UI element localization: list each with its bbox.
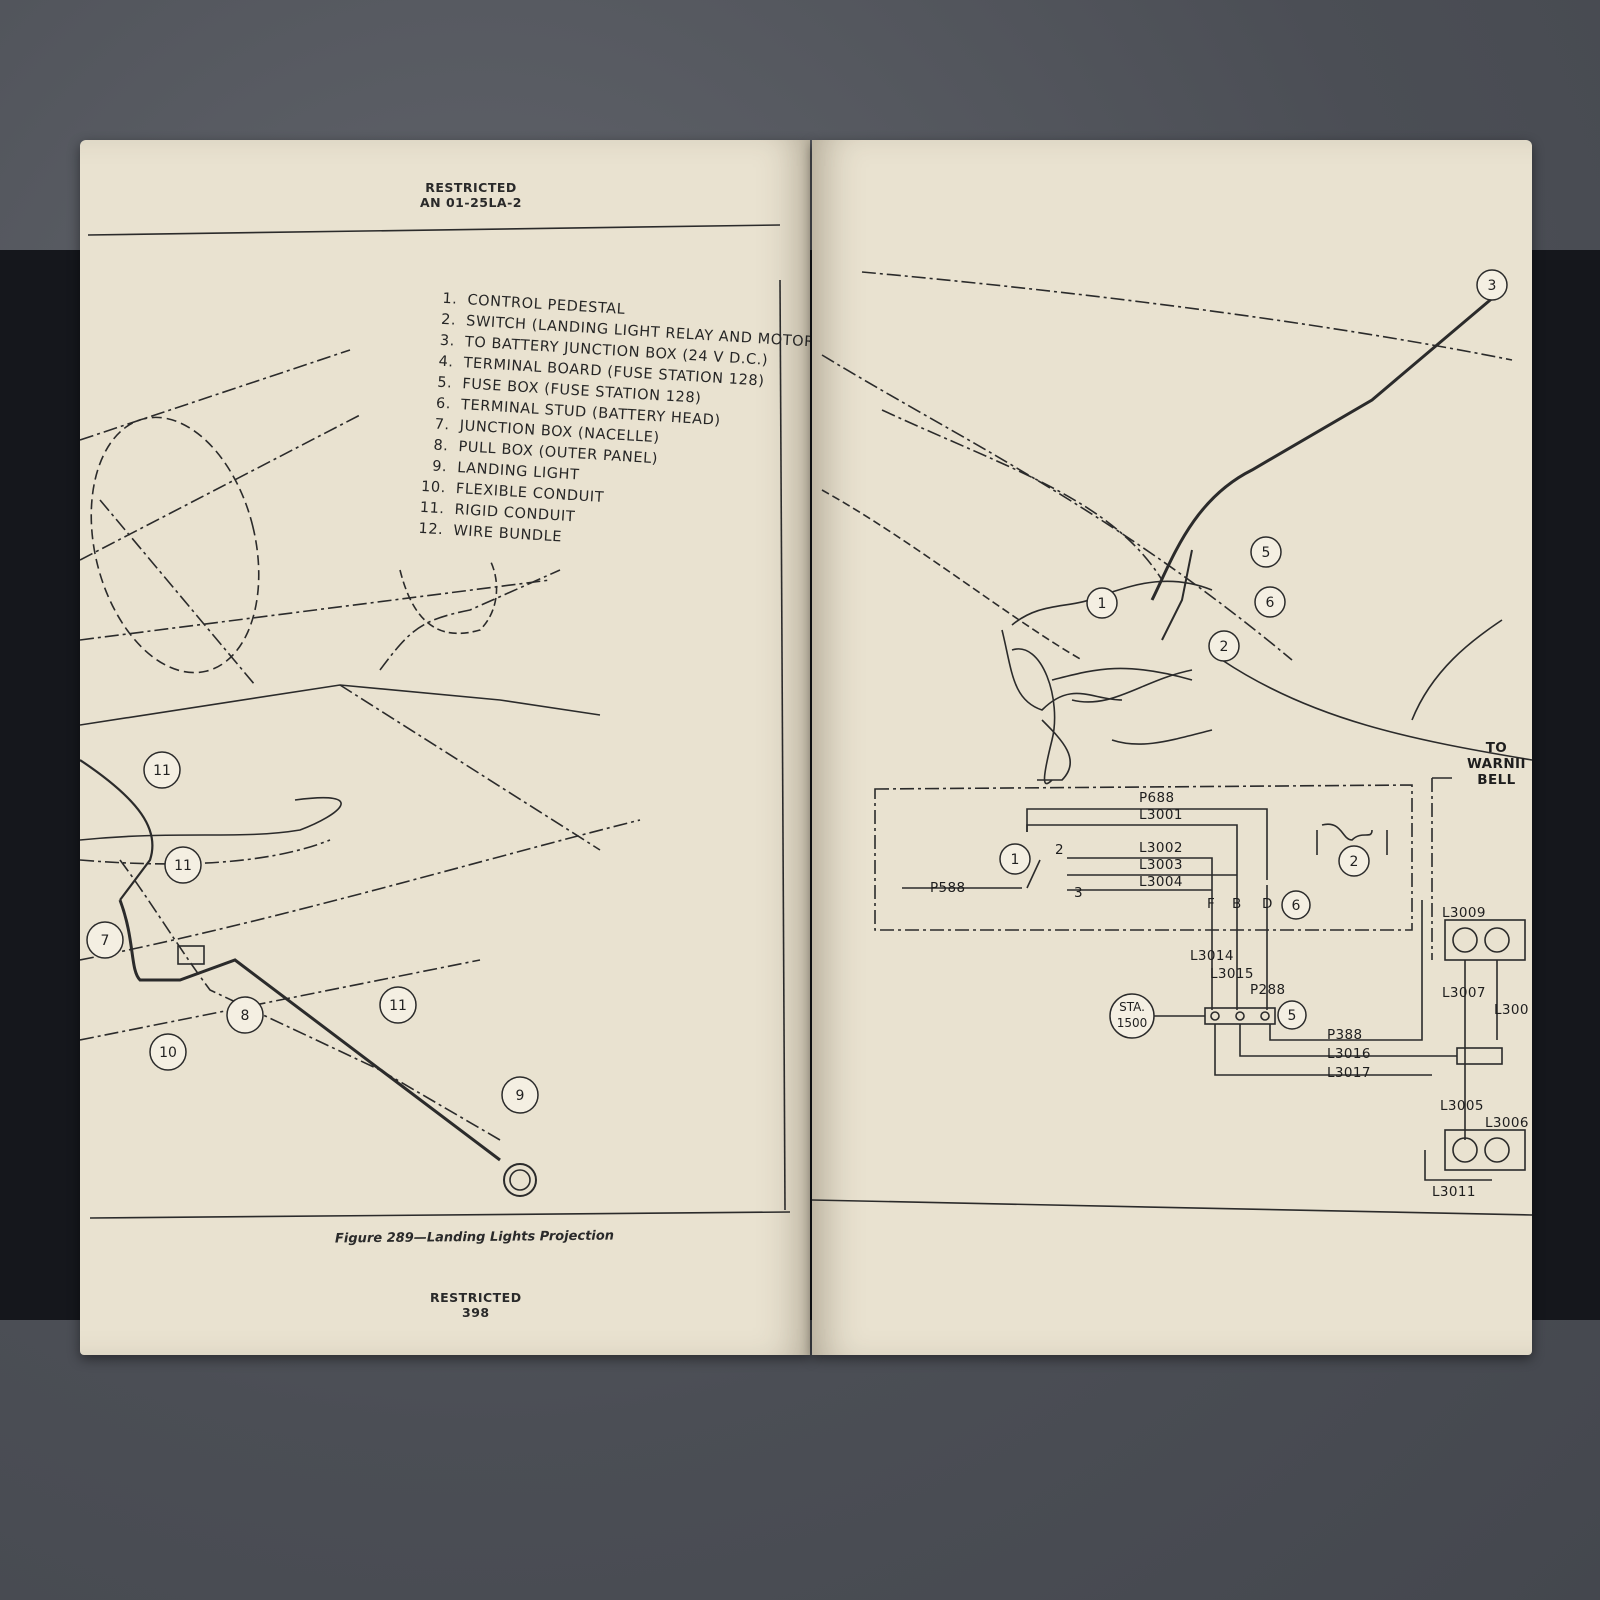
svg-text:7: 7 <box>101 933 110 949</box>
wiring-diagram: 3 5 6 1 2 1 2 6 5 STA. 1500 <box>812 269 1532 1216</box>
svg-text:5: 5 <box>1288 1008 1297 1024</box>
callout-6: 6 <box>1254 586 1286 618</box>
wire-label-l3004: L3004 <box>1139 874 1183 890</box>
page-footer: RESTRICTED 398 <box>430 1290 522 1320</box>
svg-text:2: 2 <box>1350 854 1359 870</box>
schematic-callout-1: 1 <box>999 843 1031 875</box>
svg-text:1: 1 <box>1098 596 1107 612</box>
wire-label-p688: P688 <box>1139 790 1175 806</box>
callout-9: 9 <box>501 1076 539 1114</box>
wire-label-l3005: L3005 <box>1440 1098 1484 1114</box>
wire-label-l3006: L3006 <box>1485 1115 1529 1131</box>
callout-11-b: 11 <box>164 846 202 884</box>
page-header: RESTRICTED AN 01-25LA-2 <box>420 180 522 210</box>
switch-pos-2: 2 <box>1055 842 1064 858</box>
pin-f: F <box>1207 896 1216 912</box>
warning-bell-note: TO WARNII BELL <box>1467 740 1526 788</box>
svg-text:10: 10 <box>159 1045 177 1061</box>
header-restricted: RESTRICTED <box>425 180 517 195</box>
wire-label-l3002: L3002 <box>1139 840 1183 856</box>
svg-text:2: 2 <box>1220 639 1229 655</box>
right-page: 3 5 6 1 2 1 2 6 5 STA. 1500 P688 L3001 L… <box>812 140 1532 1355</box>
callout-11-c: 11 <box>379 986 417 1024</box>
svg-text:1500: 1500 <box>1117 1016 1148 1030</box>
svg-text:11: 11 <box>174 858 192 874</box>
schematic-callout-6: 6 <box>1281 890 1311 920</box>
figure-caption: Figure 289—Landing Lights Projection <box>334 1228 615 1247</box>
callout-2: 2 <box>1208 630 1240 662</box>
wire-label-l3011: L3011 <box>1432 1184 1476 1200</box>
switch-pos-3: 3 <box>1074 885 1083 901</box>
wire-label-p288: P288 <box>1250 982 1286 998</box>
svg-text:3: 3 <box>1488 278 1497 294</box>
parts-legend: 1.CONTROL PEDESTAL 2.SWITCH (LANDING LIG… <box>415 290 810 562</box>
callout-3: 3 <box>1476 269 1508 301</box>
svg-text:6: 6 <box>1292 898 1301 914</box>
station-marker: STA. 1500 <box>1109 993 1155 1039</box>
left-page: RESTRICTED AN 01-25LA-2 <box>80 140 810 1355</box>
svg-text:11: 11 <box>389 998 407 1014</box>
svg-text:11: 11 <box>153 763 171 779</box>
wire-label-p388: P388 <box>1327 1027 1363 1043</box>
footer-restricted: RESTRICTED <box>430 1290 522 1305</box>
pin-b: B <box>1232 896 1242 912</box>
wire-label-l3007: L3007 <box>1442 985 1486 1001</box>
svg-text:8: 8 <box>241 1008 250 1024</box>
svg-text:5: 5 <box>1262 545 1271 561</box>
header-doc-number: AN 01-25LA-2 <box>420 195 522 210</box>
pin-d: D <box>1262 896 1273 912</box>
svg-text:1: 1 <box>1011 852 1020 868</box>
wire-label-l3001: L3001 <box>1139 807 1183 823</box>
schematic-callout-5: 5 <box>1277 1000 1307 1030</box>
wire-label-l3009: L3009 <box>1442 905 1486 921</box>
svg-text:STA.: STA. <box>1119 1000 1145 1014</box>
wire-label-l3003: L3003 <box>1139 857 1183 873</box>
wire-label-l3015: L3015 <box>1210 966 1254 982</box>
svg-text:6: 6 <box>1266 595 1275 611</box>
svg-text:9: 9 <box>516 1088 525 1104</box>
callout-11-a: 11 <box>143 751 181 789</box>
callout-7: 7 <box>86 921 124 959</box>
wire-label-l3017: L3017 <box>1327 1065 1371 1081</box>
wire-label-p588: P588 <box>930 880 966 896</box>
schematic-callout-2: 2 <box>1338 845 1370 877</box>
landing-light-drawing: 11 11 7 8 10 11 9 <box>80 224 791 1219</box>
callout-8: 8 <box>226 996 264 1034</box>
wire-label-l3014: L3014 <box>1190 948 1234 964</box>
wire-label-l3016: L3016 <box>1327 1046 1371 1062</box>
page-number: 398 <box>462 1305 490 1320</box>
callout-10: 10 <box>149 1033 187 1071</box>
callout-5: 5 <box>1250 536 1282 568</box>
wire-label-l300: L300 <box>1494 1002 1529 1018</box>
callout-1: 1 <box>1086 587 1118 619</box>
